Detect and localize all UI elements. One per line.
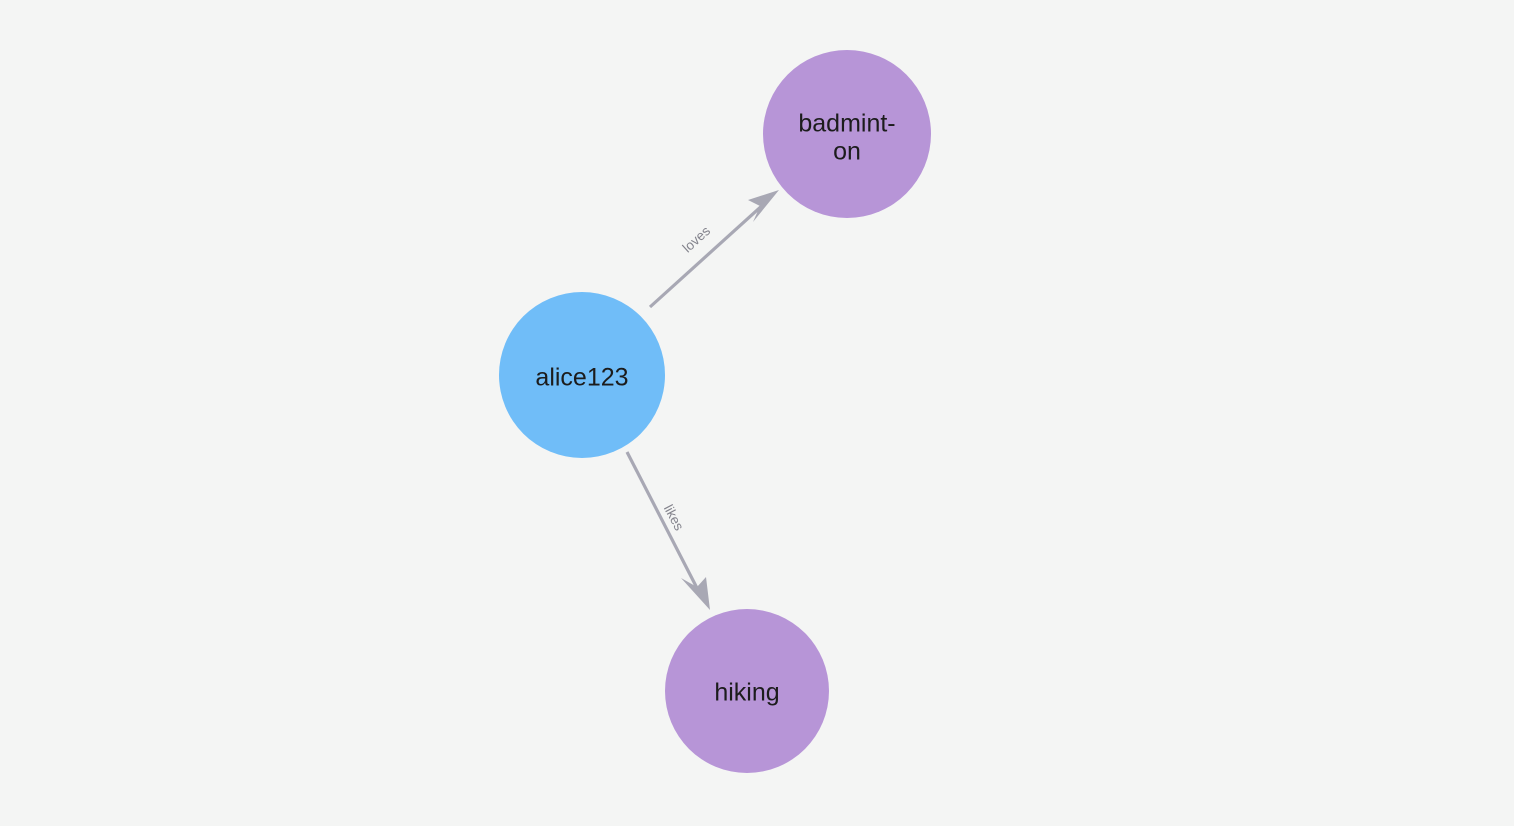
edge-alice123-likes-hiking[interactable]: likes xyxy=(625,451,710,610)
node-hiking[interactable]: hiking xyxy=(665,609,829,773)
node-shape[interactable] xyxy=(665,609,829,773)
edge-alice123-loves-badminton[interactable]: loves xyxy=(648,190,779,309)
arrowhead-icon xyxy=(681,577,710,610)
arrowhead-icon xyxy=(748,190,779,222)
node-badminton[interactable]: badmint- on xyxy=(763,50,931,218)
edge-line[interactable] xyxy=(648,201,767,309)
node-alice123[interactable]: alice123 xyxy=(499,292,665,458)
node-shape[interactable] xyxy=(499,292,665,458)
node-shape[interactable] xyxy=(763,50,931,218)
edge-label: loves xyxy=(680,223,714,255)
node-group: badmint- on alice123 hiking xyxy=(499,50,931,773)
edge-line[interactable] xyxy=(625,451,700,591)
